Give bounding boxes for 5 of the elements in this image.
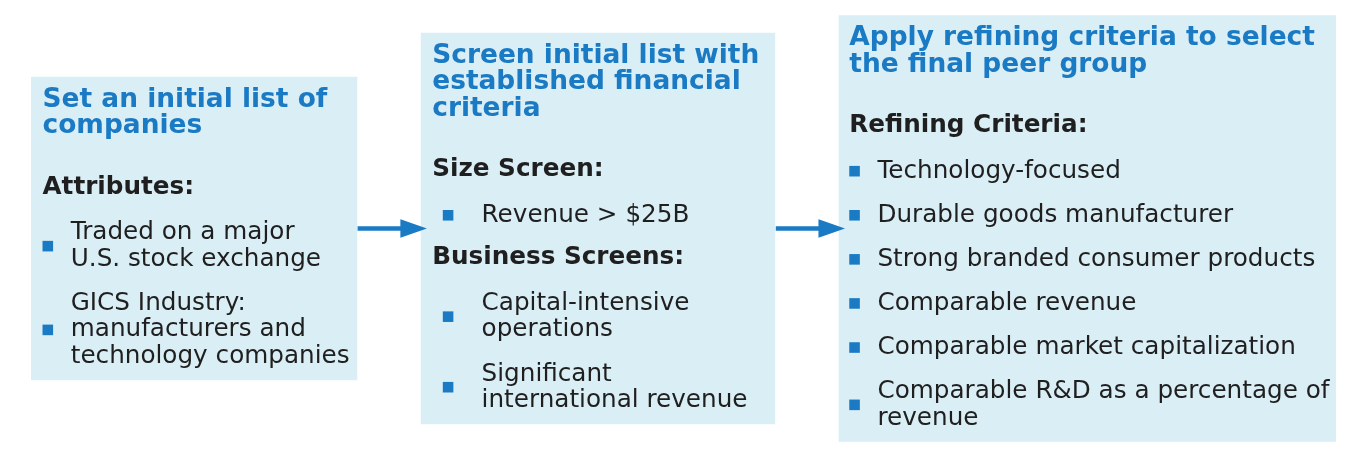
arrow bbox=[357, 219, 427, 238]
arrow bbox=[775, 219, 845, 238]
node-box: Screen initial list with established financial criteria Size Screen: Revenue > $25B Business Screens: Capital-intensive operations Significant international revenue bbox=[420, 32, 776, 425]
node-box: Set an initial list of companies Attributes: Traded on a major U.S. stock exchange GICS Industry: manufacturers and technology companies bbox=[31, 76, 358, 381]
node-box: Apply refining criteria to select the final peer group Refining Criteria: Technology-focused Durable goods manufacturer Strong branded consumer products Comparable revenue Comparable market capitalization Comparable R&D as a percentage of revenue bbox=[838, 15, 1336, 442]
